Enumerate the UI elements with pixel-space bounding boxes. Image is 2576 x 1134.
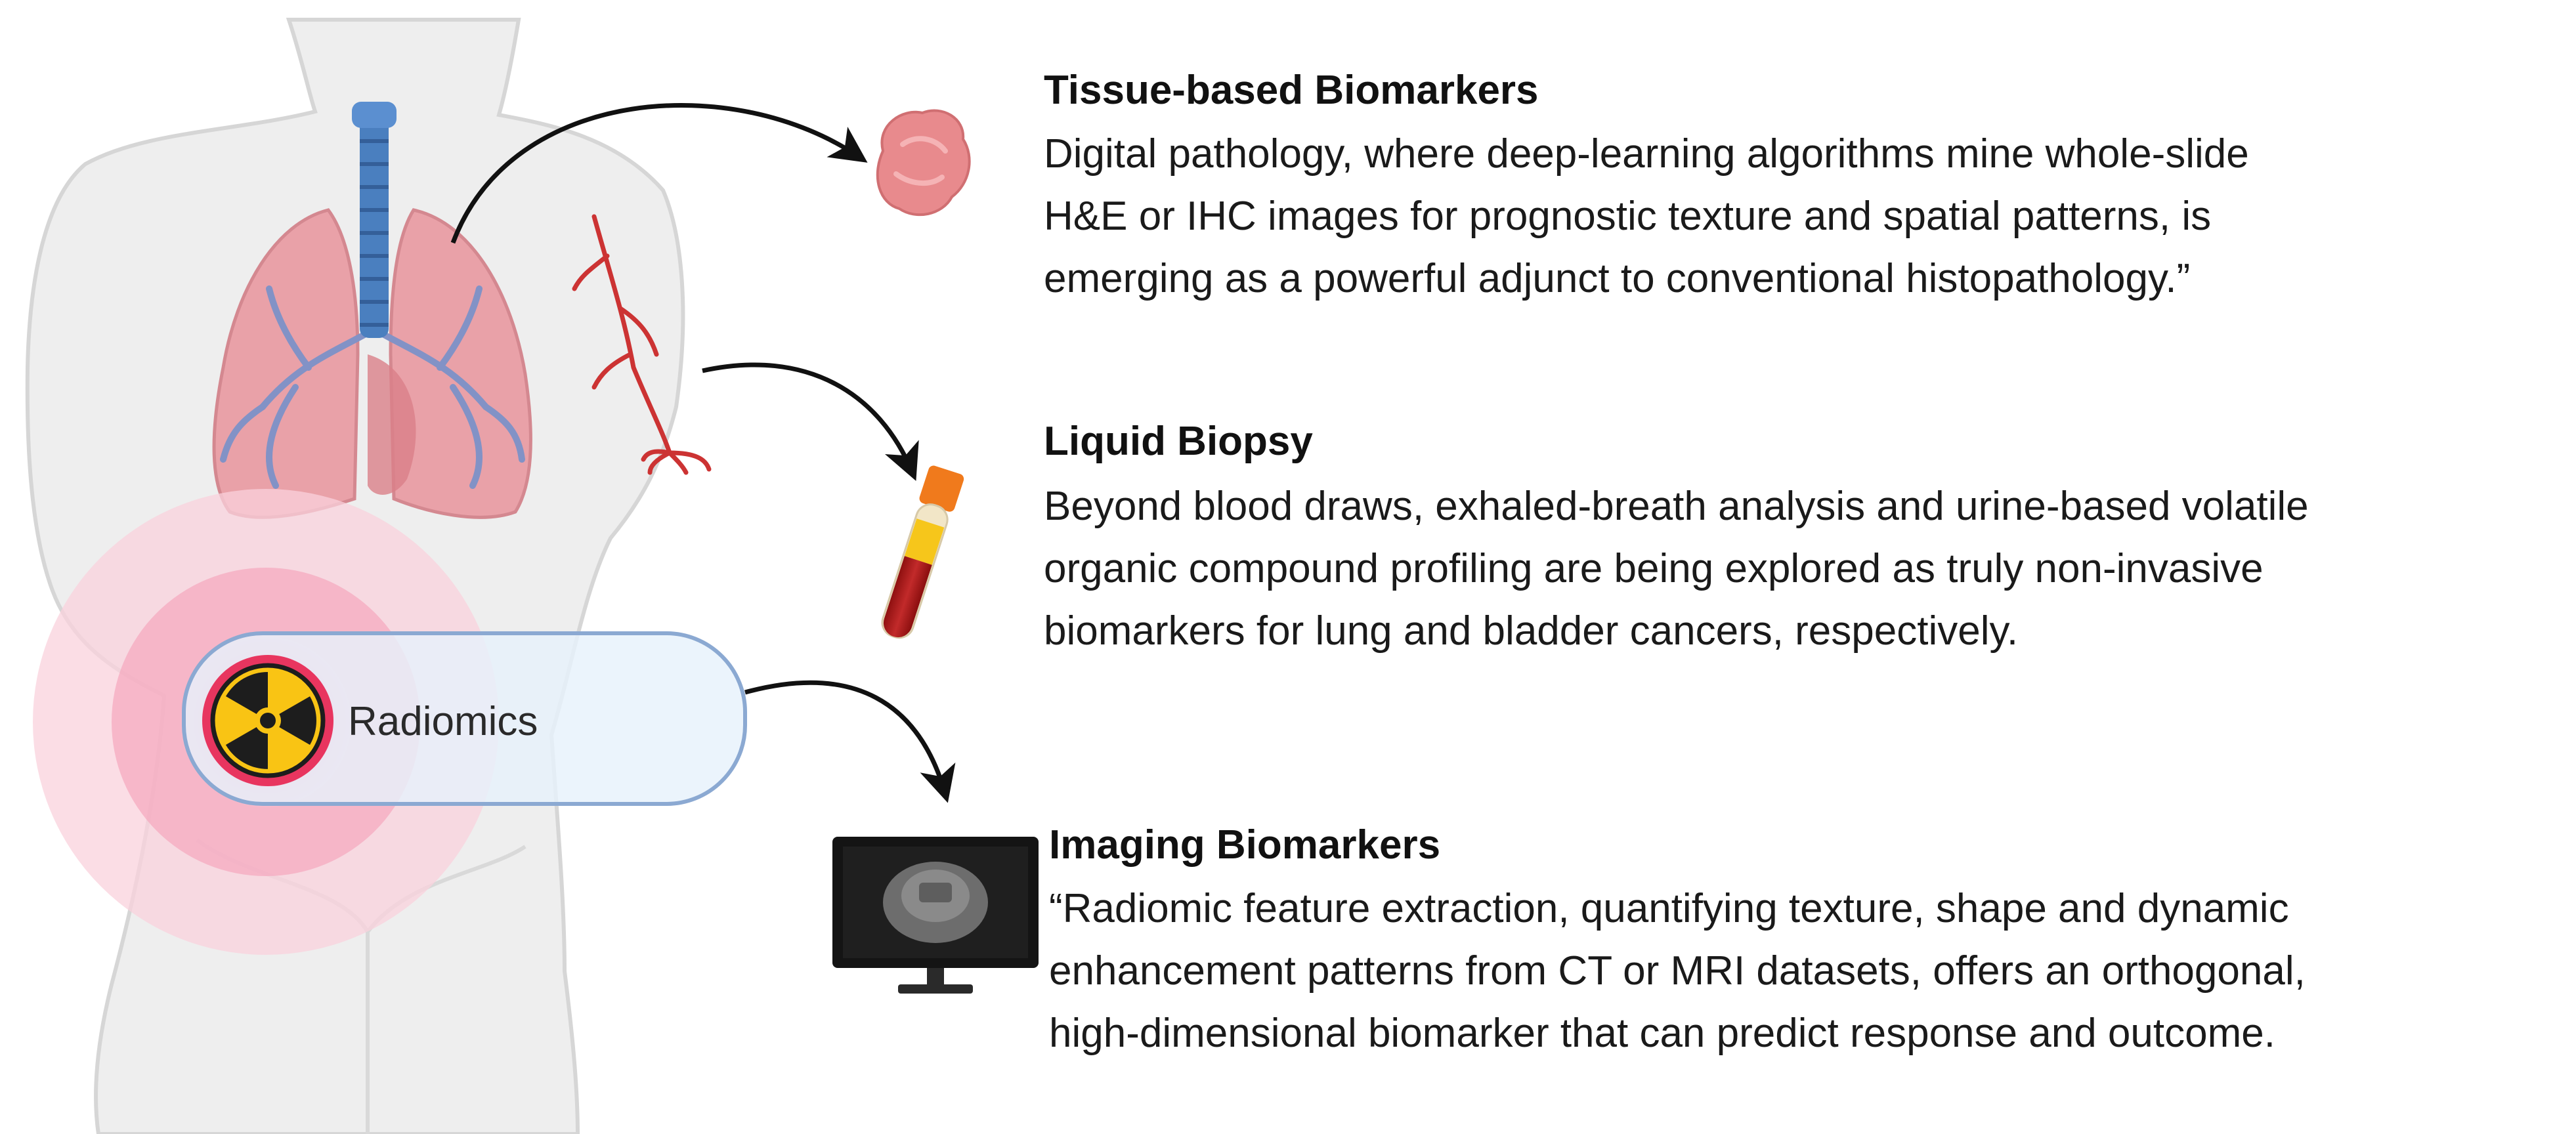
right-lung — [389, 208, 532, 519]
radiation-hazard-icon — [202, 655, 333, 786]
connector-arrows — [450, 103, 956, 803]
section-body-line: organic compound profiling are being exp… — [1044, 546, 2264, 591]
radiomics-label: Radiomics — [348, 699, 538, 744]
trachea — [352, 102, 397, 338]
blood-tube-icon — [881, 465, 964, 639]
section-body-line: Beyond blood draws, exhaled-breath analy… — [1044, 484, 2309, 529]
arm-blood-vessel — [572, 214, 712, 475]
section-title: Tissue-based Biomarkers — [1044, 68, 1539, 113]
section-body-line: emerging as a powerful adjunct to conven… — [1044, 256, 2190, 301]
heart-shadow — [368, 354, 416, 495]
section-body-line: H&E or IHC images for prognostic texture… — [1044, 194, 2211, 239]
radiomics-pill[interactable] — [182, 631, 747, 806]
tissue-sample-icon — [876, 109, 971, 217]
section-imaging-biomarkers: Imaging Biomarkers “Radiomic feature ext… — [1049, 822, 2306, 1056]
section-body-line: biomarkers for lung and bladder cancers,… — [1044, 608, 2018, 654]
arrow-to-tissue — [450, 103, 868, 244]
section-body-line: Digital pathology, where deep-learning a… — [1044, 131, 2249, 177]
section-title: Liquid Biopsy — [1044, 419, 1313, 464]
arrow-to-monitor — [744, 680, 956, 803]
section-body-line: enhancement patterns from CT or MRI data… — [1049, 948, 2306, 994]
section-tissue-biomarkers: Tissue-based Biomarkers Digital patholog… — [1044, 68, 2249, 301]
section-title: Imaging Biomarkers — [1049, 822, 1440, 868]
mri-monitor-icon — [832, 837, 1039, 994]
section-body-line: high-dimensional biomarker that can pred… — [1049, 1011, 2275, 1056]
bronchial-tree — [220, 285, 525, 489]
section-liquid-biopsy: Liquid Biopsy Beyond blood draws, exhale… — [1044, 419, 2309, 654]
arrow-to-tube — [702, 362, 919, 481]
section-body-line: “Radiomic feature extraction, quantifyin… — [1049, 886, 2289, 931]
